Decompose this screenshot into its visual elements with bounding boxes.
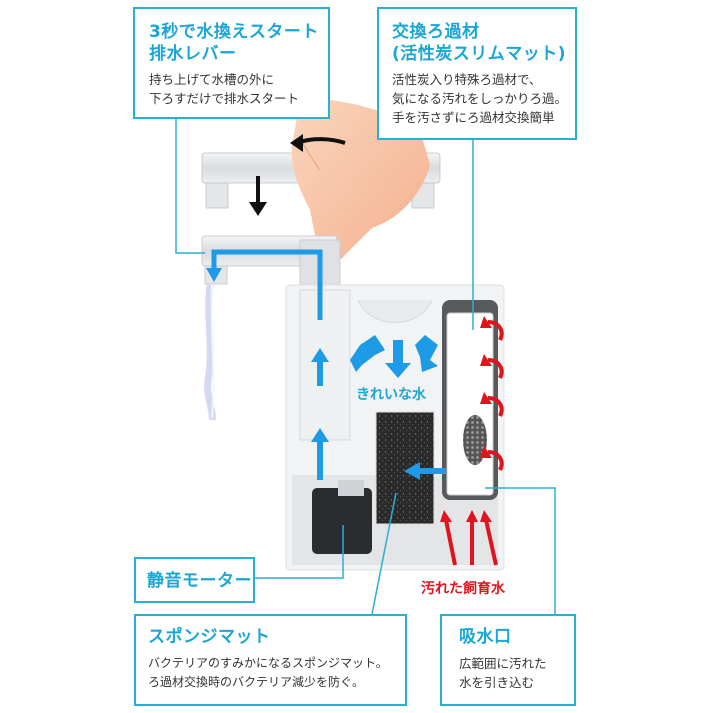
callout-replacement-filter: 交換ろ過材 (活性炭スリムマット) 活性炭入り特殊ろ過材で、 気になる汚れをしっ… [377, 7, 577, 140]
callout-replacement-filter-title: 交換ろ過材 (活性炭スリムマット) [392, 22, 567, 64]
dirty-water-label: 汚れた飼育水 [421, 581, 505, 597]
motor-shape [312, 488, 372, 554]
callout-water-intake-desc: 広範囲に汚れた 水を引き込む [459, 656, 547, 690]
callout-sponge-mat-title: スポンジマット [148, 627, 271, 647]
flow-arrows-blue [206, 249, 446, 480]
callout-drain-lever: 3秒で水換えスタート 排水レバー 持ち上げて水槽の外に 下ろすだけで排水スタート [133, 7, 330, 119]
callout-quiet-motor-title: 静音モーター [147, 571, 252, 591]
callout-water-intake: 吸水口 広範囲に汚れた 水を引き込む [440, 614, 576, 706]
callout-drain-lever-title: 3秒で水換えスタート 排水レバー [149, 22, 319, 64]
clean-water-label: きれいな水 [356, 387, 426, 403]
connector-lines [175, 118, 556, 615]
callout-sponge-mat: スポンジマット バクテリアのすみかになるスポンジマット。 ろ過材交換時のバクテリ… [134, 614, 407, 706]
callout-quiet-motor: 静音モーター [134, 557, 255, 603]
callout-replacement-filter-desc: 活性炭入り特殊ろ過材で、 気になる汚れをしっかりろ過。 手を汚さずにろ過材交換簡… [392, 72, 568, 125]
callout-drain-lever-desc: 持ち上げて水槽の外に 下ろすだけで排水スタート [149, 72, 300, 106]
flow-arrows-red [444, 320, 504, 566]
callout-sponge-mat-desc: バクテリアのすみかになるスポンジマット。 ろ過材交換時のバクテリア減少を防ぐ。 [148, 656, 388, 689]
callout-water-intake-title: 吸水口 [459, 627, 512, 647]
